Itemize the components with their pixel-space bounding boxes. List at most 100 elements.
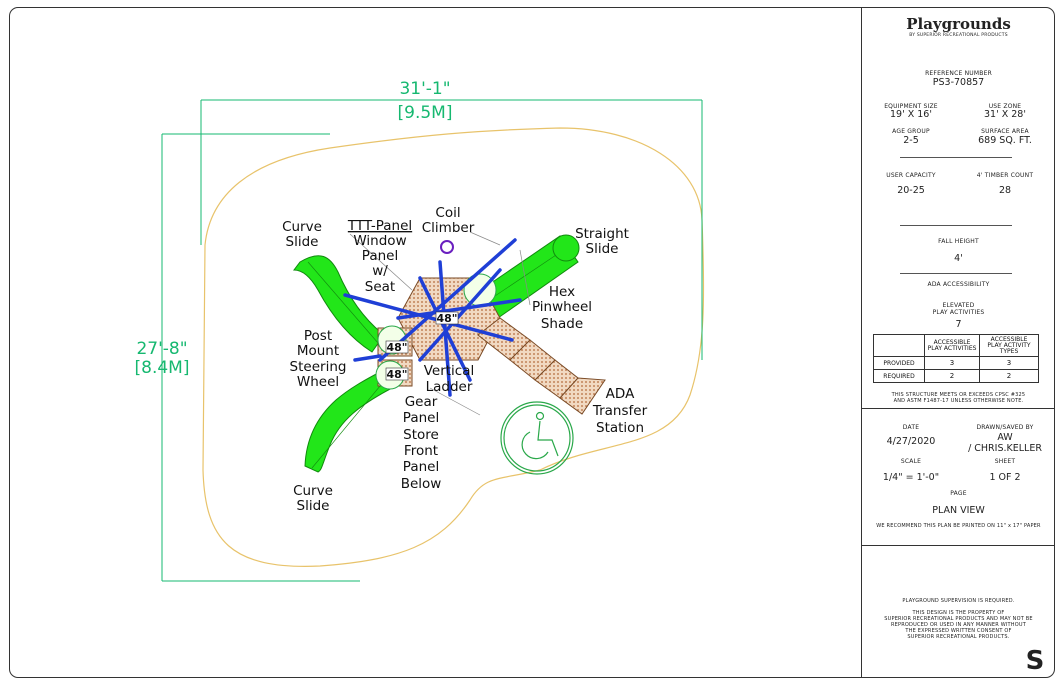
title-block-separator bbox=[862, 408, 1055, 409]
fall-height: 4' bbox=[954, 253, 963, 264]
height-dimension-ft: 27'-8" bbox=[136, 339, 187, 359]
label-hex-pinwheel-shade: Hex Pinwheel Shade bbox=[532, 284, 592, 332]
sheet-value: 1 OF 2 bbox=[989, 472, 1021, 483]
svg-text:Transfer: Transfer bbox=[592, 403, 648, 419]
svg-text:Panel: Panel bbox=[362, 248, 398, 264]
user-capacity-label: USER CAPACITY bbox=[886, 172, 936, 179]
label-vertical-ladder: Vertical Ladder bbox=[424, 363, 475, 395]
drawn-by-label: DRAWN/SAVED BY bbox=[976, 424, 1034, 431]
table-row: PROVIDED 3 3 bbox=[873, 356, 1039, 370]
surface-area: 689 SQ. FT. bbox=[978, 135, 1032, 146]
svg-text:Slide: Slide bbox=[286, 234, 319, 250]
table-header: ACCESSIBLE PLAY ACTIVITY TYPES bbox=[979, 334, 1039, 357]
brand-tagline: BY SUPERIOR RECREATIONAL PRODUCTS bbox=[909, 33, 1008, 38]
title-block-divider bbox=[861, 8, 862, 677]
table-header: ACCESSIBLE PLAY ACTIVITIES bbox=[924, 334, 980, 357]
label-curve-slide-bottom: Curve Slide bbox=[293, 483, 333, 514]
date-value: 4/27/2020 bbox=[886, 436, 936, 447]
label-straight-slide: Straight Slide bbox=[575, 226, 629, 257]
svg-text:Pinwheel: Pinwheel bbox=[532, 299, 592, 315]
width-dimension bbox=[200, 99, 703, 360]
svg-text:Window: Window bbox=[353, 233, 406, 249]
use-zone: 31' X 28' bbox=[984, 109, 1026, 120]
svg-text:Ladder: Ladder bbox=[426, 379, 473, 395]
svg-text:Wheel: Wheel bbox=[297, 374, 339, 390]
divider-rule bbox=[900, 225, 1012, 226]
age-group: 2-5 bbox=[903, 135, 919, 146]
surface-area-label: SURFACE AREA bbox=[981, 128, 1029, 135]
curve-slide-bottom bbox=[304, 371, 393, 473]
ada-transfer-steps bbox=[477, 317, 606, 415]
page-value: PLAN VIEW bbox=[932, 505, 985, 516]
svg-text:Curve: Curve bbox=[282, 219, 322, 235]
property-note: REPRODUCED OR USED IN ANY MANNER WITHOUT bbox=[890, 622, 1027, 628]
label-ttt-panel: TTT-Panel Window Panel w/ Seat bbox=[347, 218, 412, 295]
label-curve-slide-top: Curve Slide bbox=[282, 219, 322, 250]
straight-slide bbox=[477, 234, 580, 319]
property-note: SUPERIOR RECREATIONAL PRODUCTS AND MAY N… bbox=[884, 616, 1033, 622]
svg-text:Post: Post bbox=[304, 328, 332, 344]
timber-count: 28 bbox=[998, 185, 1012, 196]
deck-height-label: 48" bbox=[436, 312, 457, 325]
height-dimension-m: [8.4M] bbox=[135, 358, 190, 378]
equipment-size-label: EQUIPMENT SIZE bbox=[884, 103, 938, 110]
property-note: THE EXPRESSED WRITTEN CONSENT OF bbox=[905, 628, 1012, 634]
scale-value: 1/4" = 1'-0" bbox=[882, 472, 940, 483]
svg-text:ADA: ADA bbox=[606, 386, 635, 402]
curve-slide-top bbox=[293, 255, 385, 353]
equipment-size: 19' X 16' bbox=[890, 109, 932, 120]
ada-accessibility-label: ADA ACCESSIBILITY bbox=[927, 281, 990, 288]
svg-text:Station: Station bbox=[596, 420, 644, 436]
coil-climber-ring bbox=[440, 240, 454, 254]
svg-text:Slide: Slide bbox=[297, 498, 330, 514]
supervision-note: PLAYGROUND SUPERVISION IS REQUIRED. bbox=[902, 598, 1015, 604]
label-gear-panel: Gear Panel Store Front Panel Below bbox=[401, 394, 442, 492]
deck-height-label: 48" bbox=[386, 341, 407, 354]
svg-text:Mount: Mount bbox=[297, 343, 339, 359]
use-zone-outline bbox=[202, 127, 705, 567]
elevated-value: 7 bbox=[955, 319, 962, 330]
label-coil-climber: Coil Climber bbox=[422, 205, 475, 236]
title-block-separator bbox=[862, 545, 1055, 546]
compliance-note: THIS STRUCTURE MEETS OR EXCEEDS CPSC #32… bbox=[891, 392, 1026, 398]
reference-number-label: REFERENCE NUMBER bbox=[925, 70, 992, 77]
drawn-by: / CHRIS.KELLER bbox=[968, 443, 1042, 454]
svg-text:Steering: Steering bbox=[290, 359, 347, 375]
width-dimension-m: [9.5M] bbox=[398, 103, 453, 123]
width-dimension-ft: 31'-1" bbox=[399, 79, 450, 99]
sheet-label: SHEET bbox=[994, 458, 1016, 465]
svg-text:Store: Store bbox=[403, 427, 439, 443]
svg-text:Seat: Seat bbox=[365, 279, 395, 295]
blue-frame bbox=[343, 238, 522, 397]
svg-text:Shade: Shade bbox=[541, 316, 583, 332]
svg-text:Below: Below bbox=[401, 476, 442, 492]
svg-text:Gear: Gear bbox=[405, 394, 438, 410]
drawing-sheet-border bbox=[9, 7, 1055, 678]
svg-text:Curve: Curve bbox=[293, 483, 333, 499]
leader-lines bbox=[349, 231, 531, 416]
scale-label: SCALE bbox=[900, 458, 922, 465]
use-zone-label: USE ZONE bbox=[988, 103, 1022, 110]
svg-text:Straight: Straight bbox=[575, 226, 629, 242]
table-corner bbox=[873, 334, 925, 357]
height-dimension bbox=[161, 133, 360, 582]
divider-rule bbox=[900, 273, 1012, 274]
elevated-label: PLAY ACTIVITIES bbox=[932, 309, 985, 316]
page-label: PAGE bbox=[950, 490, 967, 497]
brand-logo: Playgrounds bbox=[906, 15, 1011, 33]
property-note: THIS DESIGN IS THE PROPERTY OF bbox=[912, 610, 1005, 616]
deck-height-label: 48" bbox=[386, 368, 407, 381]
property-note: SUPERIOR RECREATIONAL PRODUCTS. bbox=[907, 634, 1010, 640]
fall-height-label: FALL HEIGHT bbox=[938, 238, 979, 245]
svg-text:Vertical: Vertical bbox=[424, 363, 475, 379]
compliance-note: AND ASTM F1487-17 UNLESS OTHERWISE NOTE. bbox=[893, 398, 1024, 404]
date-label: DATE bbox=[902, 424, 920, 431]
reference-number: PS3-70857 bbox=[932, 77, 985, 88]
table-row: REQUIRED 2 2 bbox=[873, 369, 1039, 383]
svg-text:Coil: Coil bbox=[435, 205, 460, 221]
timber-count-label: 4' TIMBER COUNT bbox=[976, 172, 1034, 179]
svg-text:Front: Front bbox=[404, 443, 438, 459]
age-group-label: AGE GROUP bbox=[892, 128, 930, 135]
company-logo-icon: S bbox=[1025, 646, 1045, 676]
